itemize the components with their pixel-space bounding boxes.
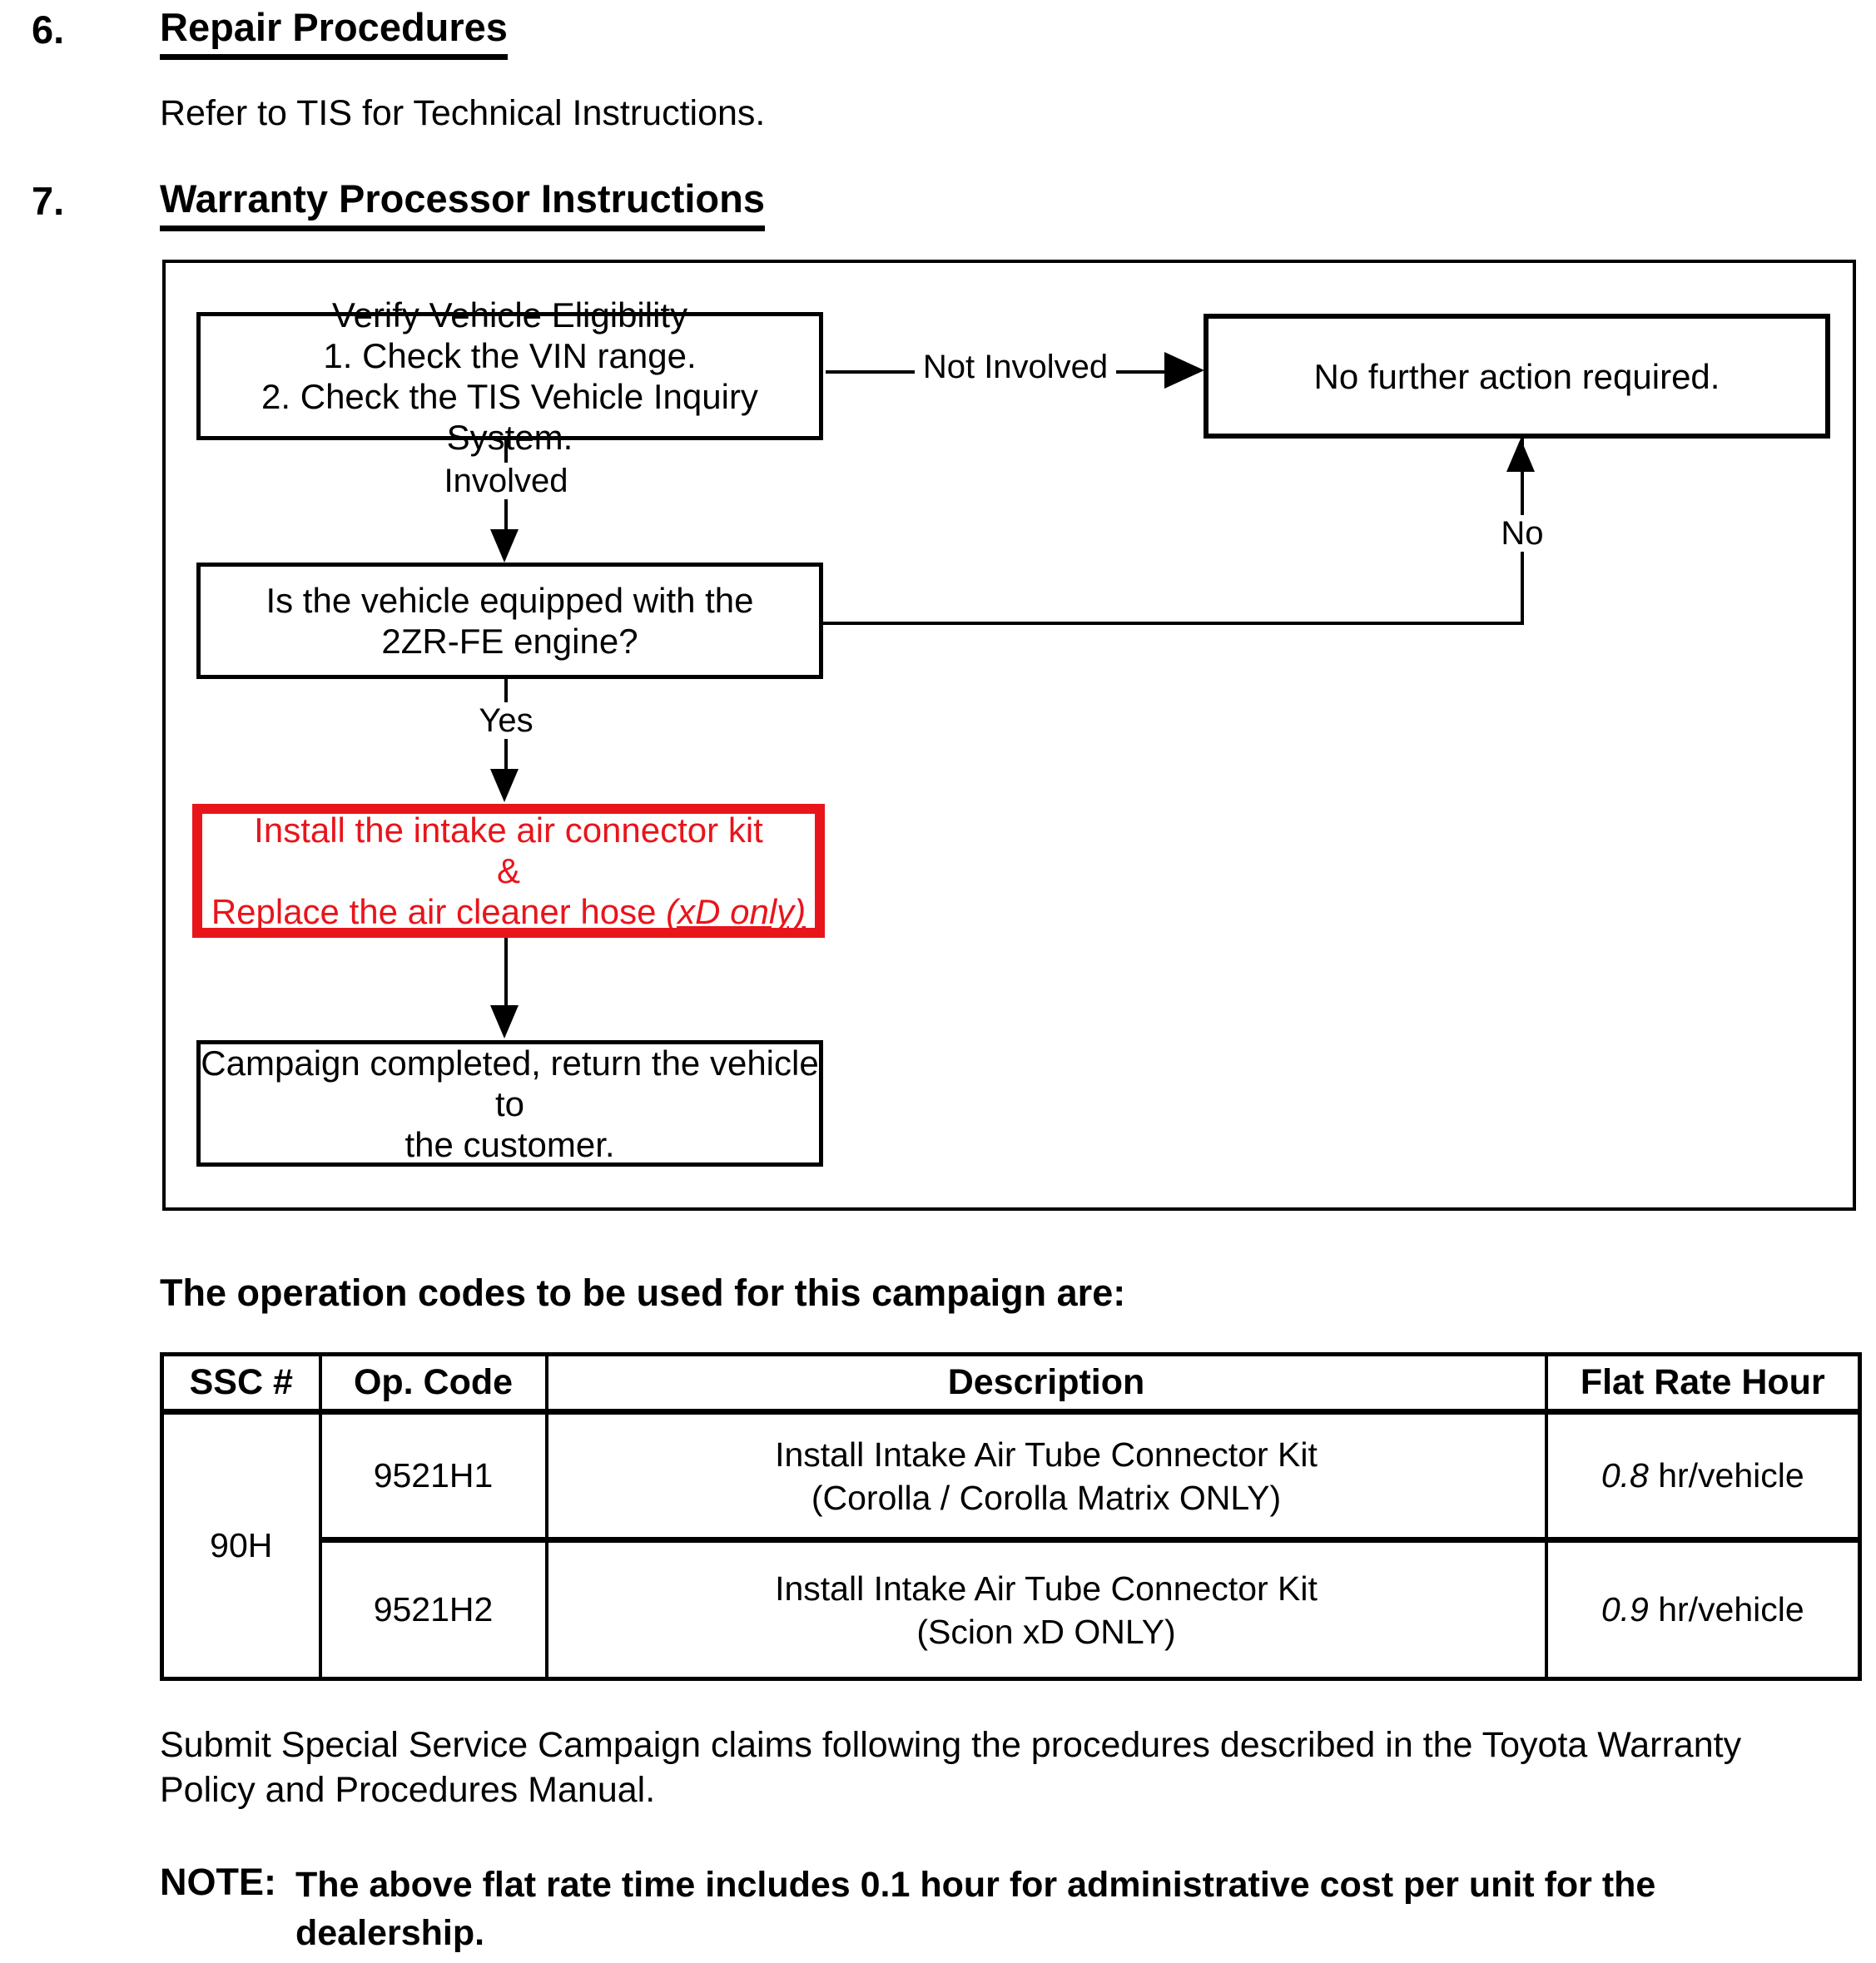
warranty-flowchart: Verify Vehicle Eligibility 1. Check the …: [162, 260, 1856, 1211]
header-ssc: SSC #: [160, 1352, 322, 1415]
no-further-action-text: No further action required.: [1313, 356, 1720, 396]
table-header-row: SSC # Op. Code Description Flat Rate Hou…: [160, 1352, 1862, 1415]
arrowhead-up-icon: [1506, 439, 1535, 472]
arrowhead-down-icon: [490, 529, 519, 563]
section-6-body: Refer to TIS for Technical Instructions.: [160, 93, 766, 133]
label-no: No: [1439, 515, 1606, 553]
flat-rate-unit: hr/vehicle: [1648, 1590, 1804, 1628]
section-7-number: 7.: [32, 179, 65, 223]
flat-rate-unit: hr/vehicle: [1648, 1456, 1804, 1495]
section-7-heading-wrap: Warranty Processor Instructions: [160, 176, 765, 231]
operation-codes-table: SSC # Op. Code Description Flat Rate Hou…: [160, 1352, 1862, 1681]
note-label: NOTE:: [160, 1861, 276, 1903]
section-7-title: Warranty Processor Instructions: [160, 176, 765, 231]
note-text: The above flat rate time includes 0.1 ho…: [295, 1865, 1656, 1953]
section-6-title: Repair Procedures: [160, 4, 508, 60]
flat-rate-value: 0.9: [1601, 1590, 1649, 1628]
section-6-heading-wrap: Repair Procedures: [160, 4, 508, 60]
connector-no-hline: [823, 622, 1524, 625]
cell-flat-rate: 0.8 hr/vehicle: [1544, 1410, 1862, 1543]
label-yes-text: Yes: [470, 702, 542, 739]
header-description: Description: [544, 1352, 1548, 1415]
repair-line-1: Install the intake air connector kit: [254, 810, 763, 850]
label-involved: Involved: [423, 463, 589, 500]
operation-codes-heading: The operation codes to be used for this …: [160, 1271, 1126, 1314]
table-row: 9521H2 Install Intake Air Tube Connector…: [162, 1538, 1862, 1681]
header-flat-rate-hour: Flat Rate Hour: [1544, 1352, 1862, 1415]
repair-line-3: Replace the air cleaner hose (xD only): [202, 891, 815, 932]
note-block: NOTE: The above flat rate time includes …: [160, 1861, 1727, 1957]
label-yes: Yes: [423, 702, 589, 740]
arrowhead-right-icon: [1164, 352, 1204, 389]
arrowhead-down-icon: [490, 1005, 519, 1039]
cell-op-code: 9521H2: [318, 1538, 548, 1681]
flowchart-box-engine-question: Is the vehicle equipped with the 2ZR-FE …: [196, 563, 823, 679]
cell-description: Install Intake Air Tube Connector Kit (C…: [544, 1410, 1548, 1543]
cell-ssc-number: 90H: [160, 1410, 322, 1681]
repair-line-3-text: Replace the air cleaner hose: [211, 892, 667, 931]
header-op-code: Op. Code: [318, 1352, 548, 1415]
arrowhead-down-icon: [490, 769, 519, 802]
flowchart-box-campaign-complete: Campaign completed, return the vehicle t…: [196, 1040, 823, 1167]
cell-description: Install Intake Air Tube Connector Kit (S…: [544, 1538, 1548, 1681]
table-row: 90H 9521H1 Install Intake Air Tube Conne…: [160, 1410, 1862, 1681]
label-not-involved-text: Not Involved: [914, 349, 1117, 385]
submit-claims-paragraph: Submit Special Service Campaign claims f…: [160, 1725, 1742, 1810]
flat-rate-value: 0.8: [1601, 1456, 1649, 1495]
connector-campaign-line: [504, 938, 508, 1005]
cell-flat-rate: 0.9 hr/vehicle: [1544, 1538, 1862, 1681]
repair-line-3-emphasis: (xD only): [666, 892, 806, 931]
section-6-number: 6.: [32, 7, 65, 52]
label-no-text: No: [1492, 515, 1552, 552]
cell-op-code: 9521H1: [318, 1410, 548, 1543]
flowchart-box-no-further-action: No further action required.: [1204, 314, 1830, 439]
label-not-involved: Not Involved: [826, 349, 1205, 386]
flowchart-box-repair-action: Install the intake air connector kit & R…: [192, 804, 825, 938]
repair-line-2: &: [496, 851, 520, 890]
label-involved-text: Involved: [435, 463, 577, 499]
flowchart-box-verify-eligibility: Verify Vehicle Eligibility 1. Check the …: [196, 295, 823, 457]
